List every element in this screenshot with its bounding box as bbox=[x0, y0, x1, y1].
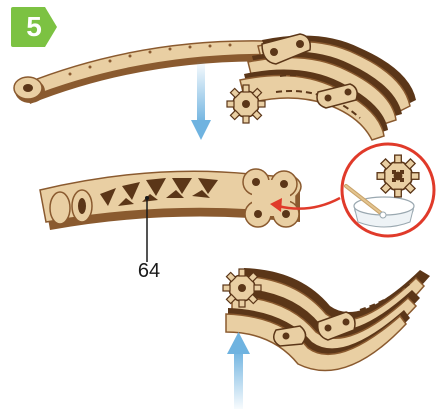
bottom-gear bbox=[223, 269, 261, 307]
down-arrow-icon bbox=[191, 62, 211, 140]
up-arrow-icon bbox=[227, 332, 250, 409]
top-arm-assembly bbox=[14, 34, 416, 140]
truss-part-64 bbox=[40, 169, 301, 230]
bottom-claw-assembly bbox=[223, 268, 430, 371]
part-number-label: 64 bbox=[131, 260, 167, 282]
top-claw-stack bbox=[240, 34, 416, 140]
glue-pointer-arrow bbox=[270, 198, 340, 212]
label-64-leader-dot bbox=[145, 196, 149, 200]
glue-dish-icon bbox=[342, 144, 434, 236]
top-gear bbox=[227, 85, 265, 123]
